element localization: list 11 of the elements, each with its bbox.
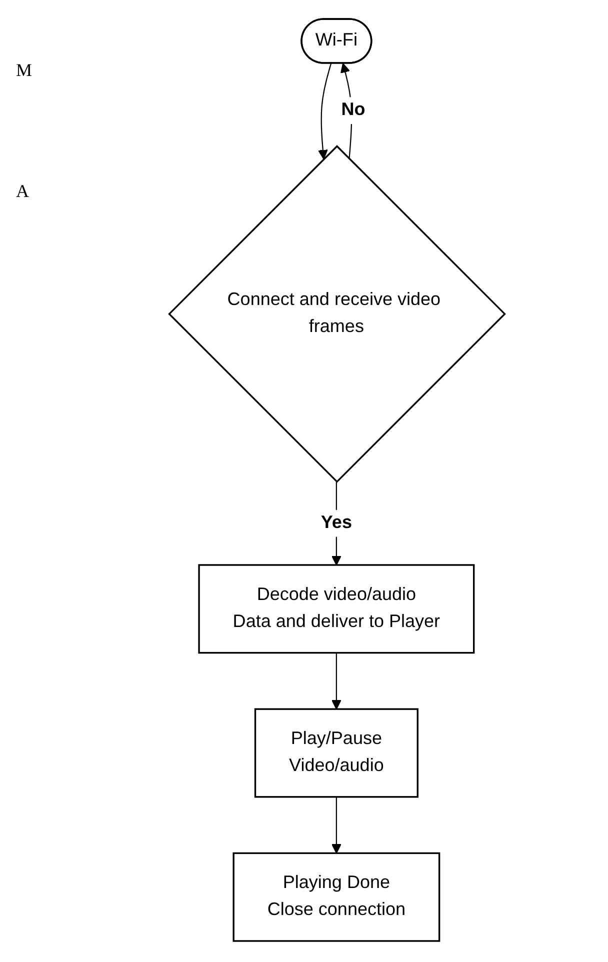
node-box: Playing Done Close connection (232, 852, 440, 942)
side-letter: M (16, 60, 34, 81)
edge-label: Yes (320, 513, 352, 532)
arrow (318, 63, 332, 160)
arrow (331, 652, 342, 710)
node-box: Play/Pause Video/audio (254, 708, 418, 798)
side-letter: A (16, 181, 30, 202)
node-diamond: Connect and receive video frames (168, 145, 506, 483)
node-box: Decode video/audio Data and deliver to Player (198, 564, 475, 654)
arrow (331, 796, 342, 854)
edge-label: No (341, 100, 366, 120)
